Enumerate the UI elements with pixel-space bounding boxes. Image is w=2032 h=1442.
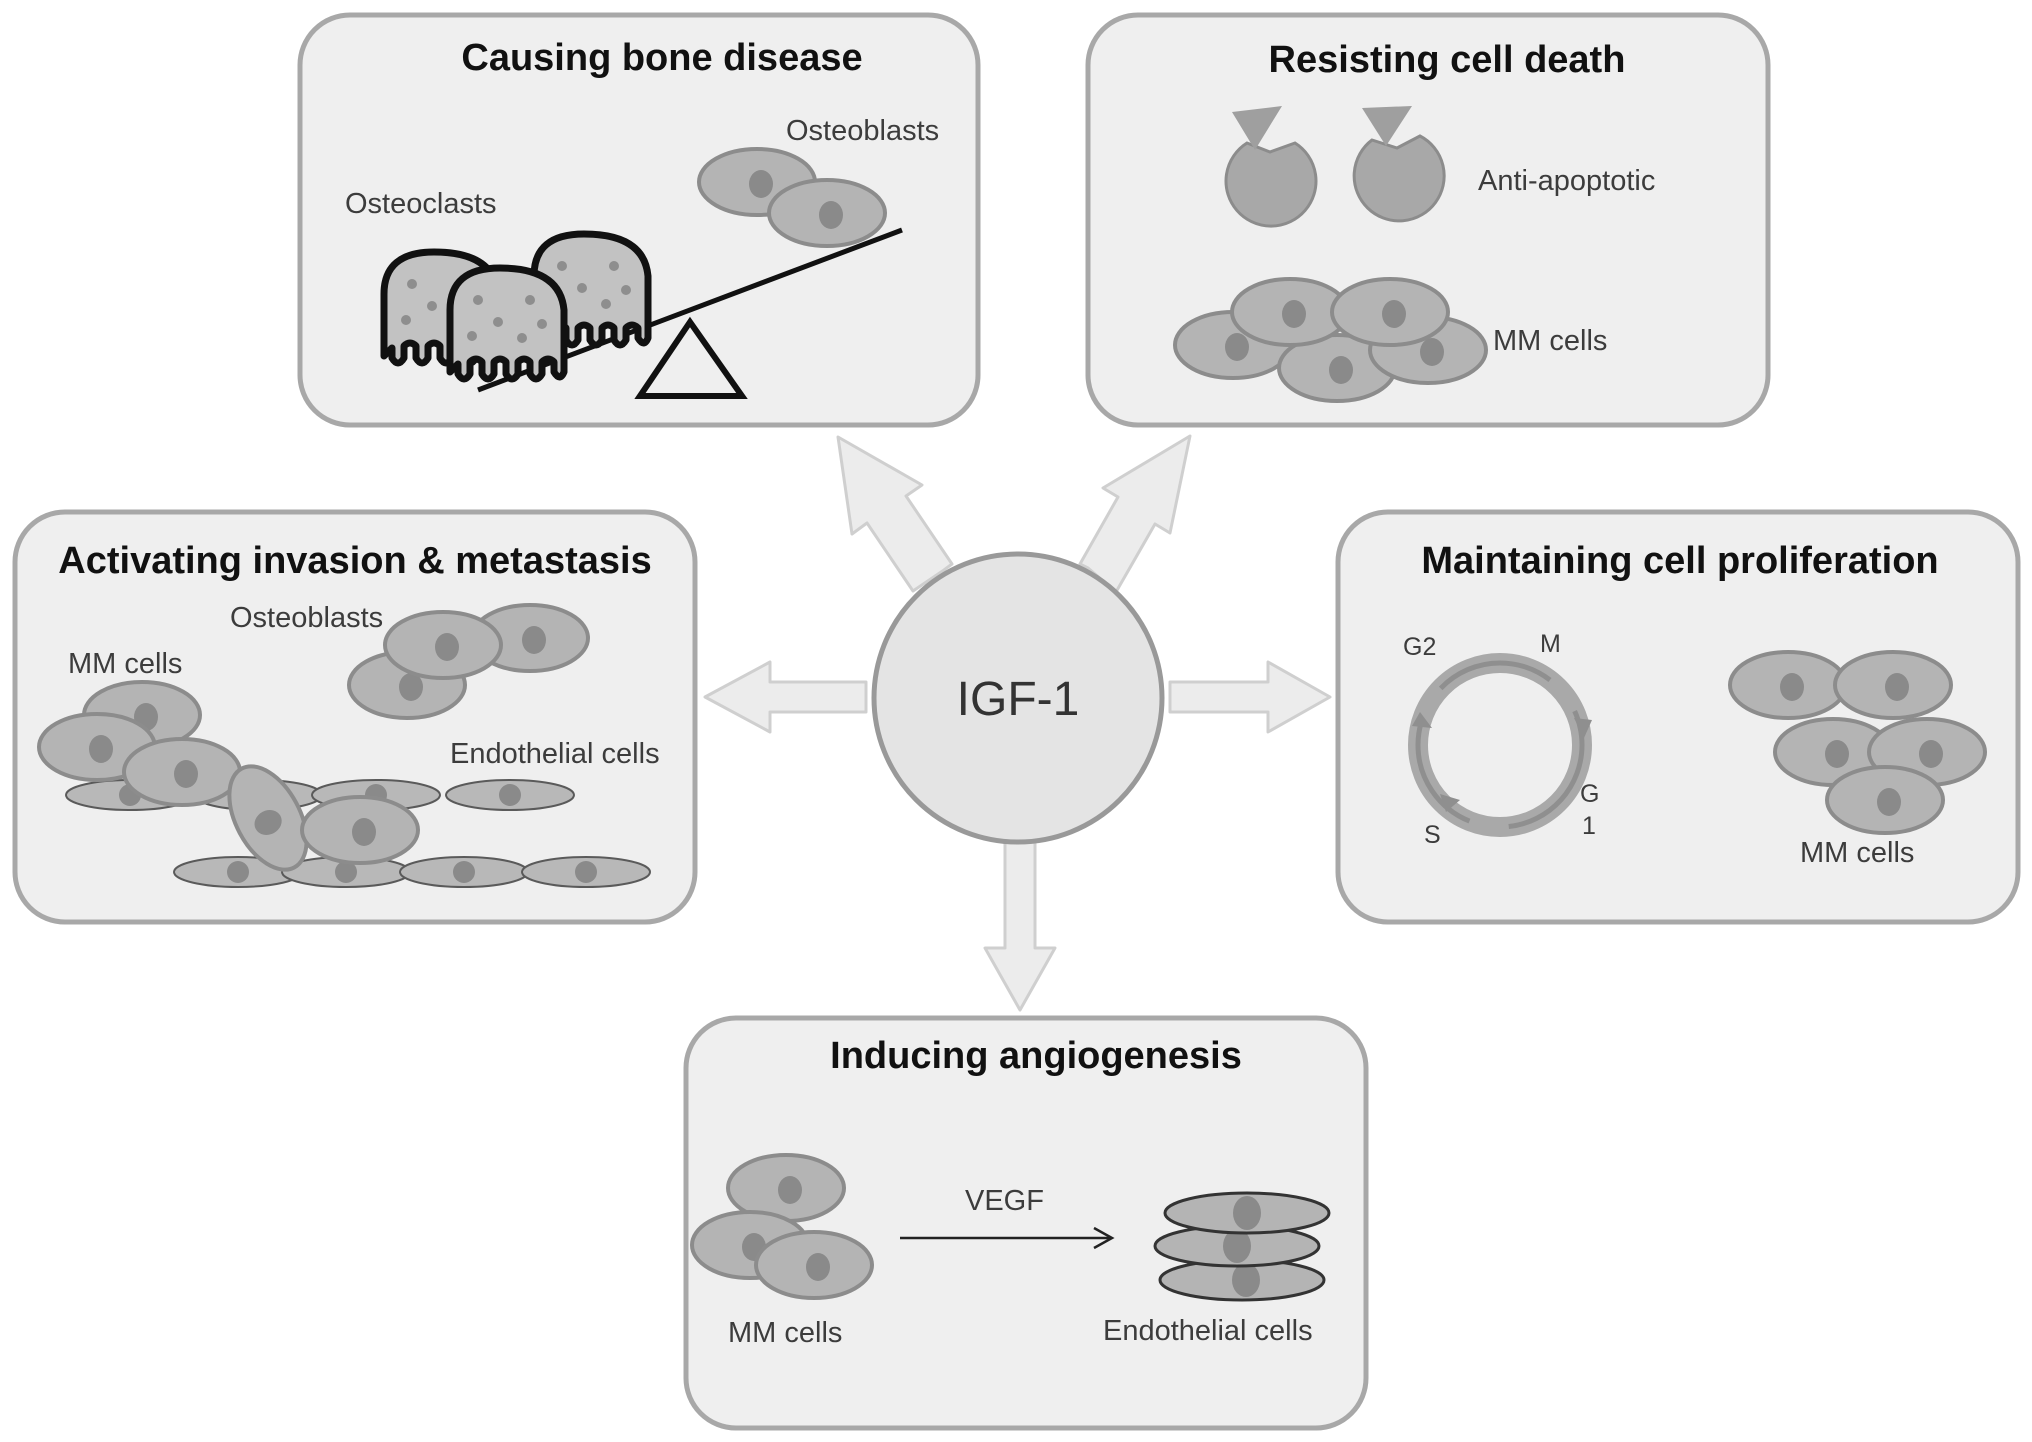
- panel-angiogenesis: Inducing angiogenesis MM cells VEGF Endo…: [683, 1015, 1369, 1431]
- cycle-arrowhead: [1412, 712, 1432, 728]
- igf1-label: IGF-1: [957, 673, 1080, 726]
- endothelial-cell: [399, 856, 529, 888]
- mm-cell: [122, 737, 242, 807]
- arrow-to-invasion: [703, 660, 868, 734]
- m-phase-label: M: [1540, 630, 1561, 658]
- osteoclasts-label: Osteoclasts: [345, 188, 497, 220]
- endothelial-cells-label: Endothelial cells: [1103, 1315, 1313, 1347]
- mm-cells-label: MM cells: [68, 648, 182, 680]
- endothelial-stack: [1153, 1191, 1331, 1302]
- osteoblasts-label: Osteoblasts: [230, 602, 383, 634]
- cell-cycle-diagram: G2 M G 1 S: [1403, 630, 1599, 849]
- g1-phase-label-g: G: [1580, 780, 1599, 808]
- apoptotic-cell-2: [1352, 106, 1446, 223]
- osteoblast-cell: [767, 178, 887, 248]
- mm-cells-label: MM cells: [1800, 837, 1914, 869]
- mm-cell: [1825, 765, 1945, 835]
- arrows: [703, 434, 1332, 1012]
- osteoblast-cell: [383, 610, 503, 680]
- arrow-to-bone: [836, 435, 954, 593]
- panel-bone-disease: Causing bone disease Osteoblasts Osteocl…: [297, 12, 981, 428]
- panel-title: Causing bone disease: [461, 37, 862, 79]
- apoptotic-cell-1: [1224, 106, 1318, 228]
- arrow-to-proliferation: [1168, 660, 1332, 734]
- mm-cell: [754, 1230, 874, 1300]
- endothelial-cell: [445, 779, 575, 811]
- endothelial-cell: [521, 856, 651, 888]
- panel-invasion: Activating invasion & metastasis Osteobl…: [12, 509, 698, 925]
- mm-cell: [1330, 277, 1450, 347]
- vegf-arrow: [900, 1226, 1115, 1250]
- mm-cells-label: MM cells: [1493, 325, 1607, 357]
- mm-cell: [300, 795, 420, 865]
- panel-title: Inducing angiogenesis: [830, 1035, 1242, 1077]
- osteoblasts-label: Osteoblasts: [786, 115, 939, 147]
- g2-phase-label: G2: [1403, 633, 1436, 661]
- g1-phase-label-1: 1: [1582, 812, 1596, 840]
- panel-title: Maintaining cell proliferation: [1421, 540, 1938, 582]
- seesaw-beam: [477, 227, 903, 393]
- arrow-to-angiogenesis: [983, 838, 1057, 1012]
- arrow-to-death: [1078, 434, 1192, 594]
- vegf-label: VEGF: [965, 1185, 1044, 1217]
- anti-apoptotic-label: Anti-apoptotic: [1478, 165, 1655, 197]
- mm-cell: [1833, 650, 1953, 720]
- panel-title: Resisting cell death: [1269, 39, 1626, 81]
- mm-cell-invading: [227, 764, 309, 872]
- s-phase-label: S: [1424, 821, 1441, 849]
- cycle-arrowhead: [1440, 794, 1460, 812]
- osteoclast-cell: [450, 268, 564, 379]
- panel-proliferation: Maintaining cell proliferation G2 M G 1 …: [1335, 509, 2021, 925]
- panel-title: Activating invasion & metastasis: [58, 540, 651, 582]
- mm-cell: [1728, 650, 1848, 720]
- seesaw-fulcrum: [634, 316, 748, 399]
- endothelial-cells-label: Endothelial cells: [450, 738, 660, 770]
- igf1-hub: IGF-1: [871, 551, 1165, 845]
- mm-cells-label: MM cells: [728, 1317, 842, 1349]
- cycle-arrowhead: [1574, 718, 1592, 738]
- panel-cell-death: Resisting cell death Anti-apoptotic MM c…: [1085, 12, 1771, 428]
